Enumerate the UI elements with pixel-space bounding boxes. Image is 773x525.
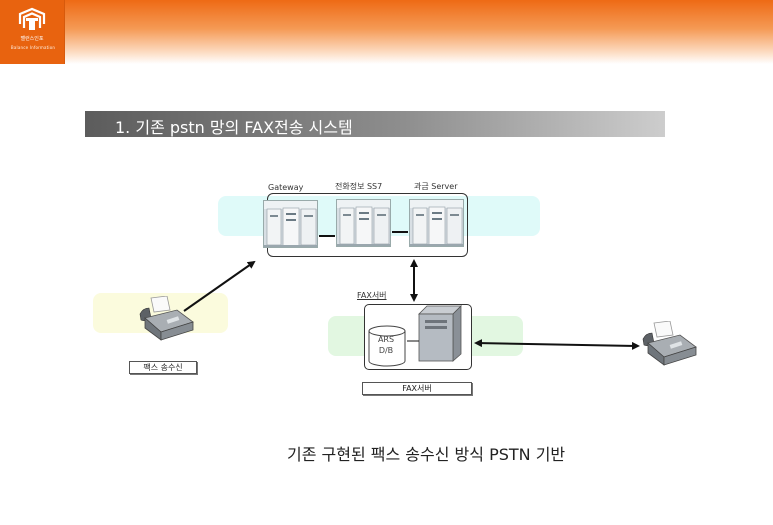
bottom-caption: 기존 구현된 팩스 송수신 방식 PSTN 기반 <box>287 445 566 464</box>
gateway-label: Gateway <box>268 183 304 192</box>
header-bar <box>0 0 773 64</box>
svg-text:밸런스인포: 밸런스인포 <box>20 35 43 42</box>
billing-rack-image <box>409 199 464 247</box>
database-icon <box>368 325 406 367</box>
logo-caption: Balance Information <box>10 45 56 50</box>
faxserver-receiver-arrow <box>474 339 640 350</box>
fax-server-caption: FAX서버 <box>362 382 472 395</box>
fax-machine-right-icon <box>642 321 697 366</box>
fax-server-top-label: FAX서버 <box>357 291 387 300</box>
section-title: 1. 기존 pstn 망의 FAX전송 시스템 <box>115 118 353 137</box>
fax-server-tower-icon <box>418 305 462 362</box>
gateway-rack-image <box>263 200 318 248</box>
ars-db-label: ARS D/B <box>377 335 395 355</box>
fax-sender-caption: 팩스 송수신 <box>129 361 197 374</box>
logo-mark-icon: 밸런스인포 <box>18 7 46 42</box>
section-title-bar: 1. 기존 pstn 망의 FAX전송 시스템 <box>85 111 665 137</box>
fax-machine-left-icon <box>139 296 194 341</box>
ss7-label: 전화정보 SS7 <box>335 182 383 191</box>
sender-to-gateway-arrow <box>183 260 256 312</box>
ss7-rack-image <box>336 199 391 247</box>
company-logo: 밸런스인포 Balance Information <box>0 0 65 64</box>
billing-server-label: 과금 Server <box>414 182 458 191</box>
